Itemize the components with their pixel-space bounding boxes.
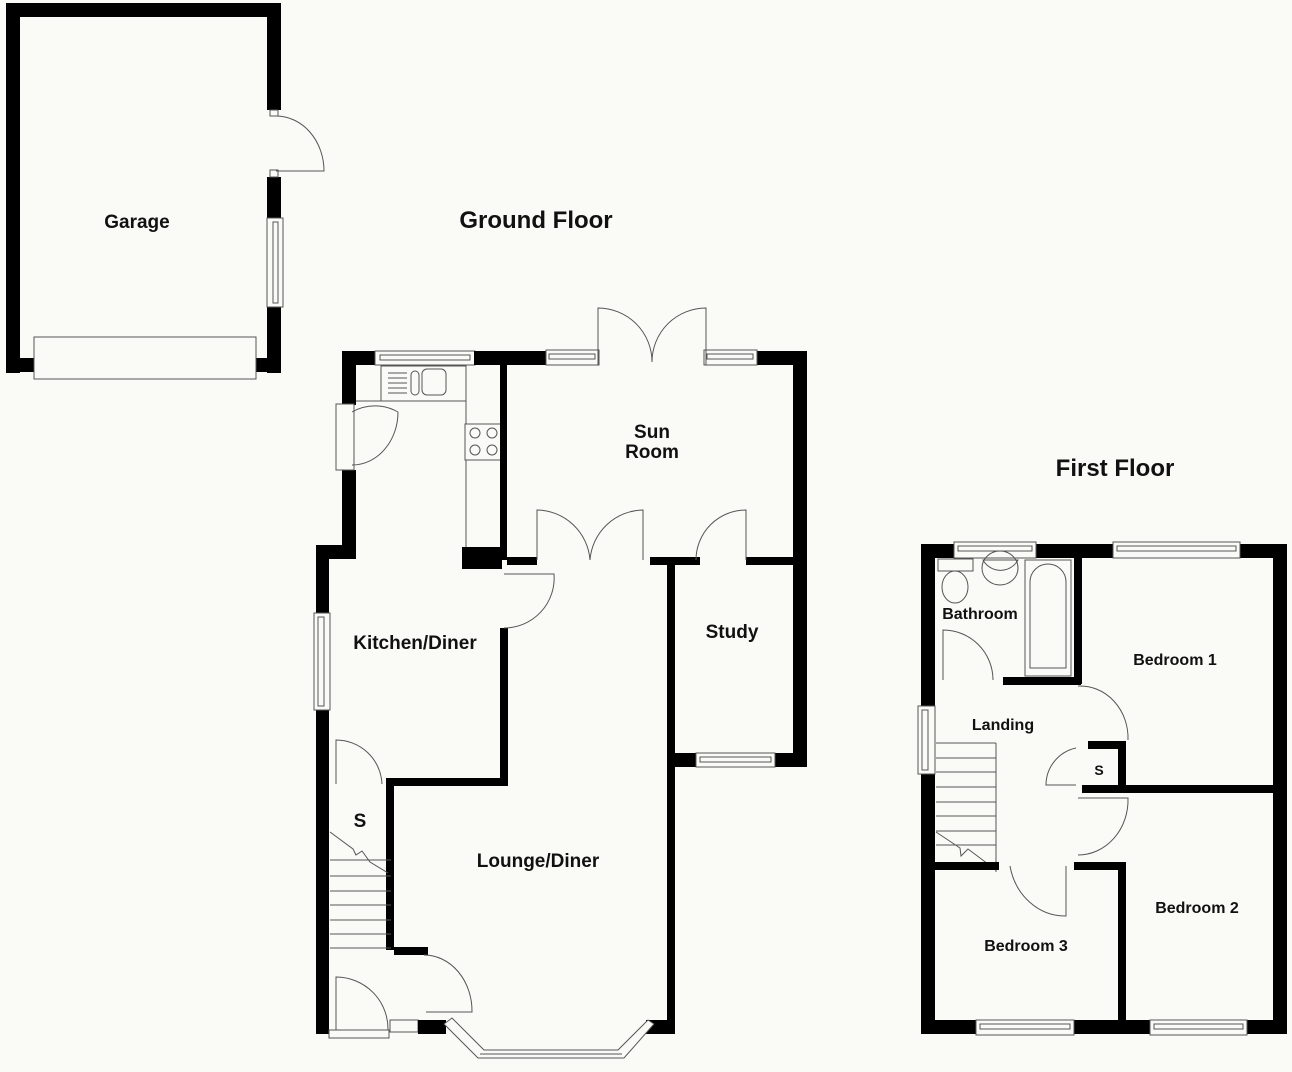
room-label-bedroom-1: Bedroom 1	[1133, 652, 1217, 669]
room-label-lounge-diner: Lounge/Diner	[476, 851, 600, 872]
ground-floor-structure	[313, 307, 807, 1059]
room-label-first-store: S	[1094, 762, 1104, 778]
room-label-bedroom-2: Bedroom 2	[1155, 900, 1239, 917]
room-label-ground-store: S	[353, 811, 367, 832]
room-label-landing: Landing	[971, 717, 1035, 734]
ground-stairs	[329, 831, 391, 949]
garage-structure	[6, 3, 325, 380]
room-label-kitchen-diner: Kitchen/Diner	[353, 633, 477, 654]
room-label-garage: Garage	[104, 212, 170, 233]
first-stairs	[935, 742, 997, 872]
room-label-study: Study	[705, 622, 759, 643]
first-floor-title: First Floor	[1055, 455, 1175, 482]
ground-floor-title: Ground Floor	[459, 207, 613, 234]
room-label-bedroom-3: Bedroom 3	[984, 938, 1068, 955]
room-label-bathroom: Bathroom	[942, 606, 1018, 623]
first-floor-structure	[917, 541, 1287, 1036]
room-label-sun-room: Sun Room	[625, 422, 679, 463]
